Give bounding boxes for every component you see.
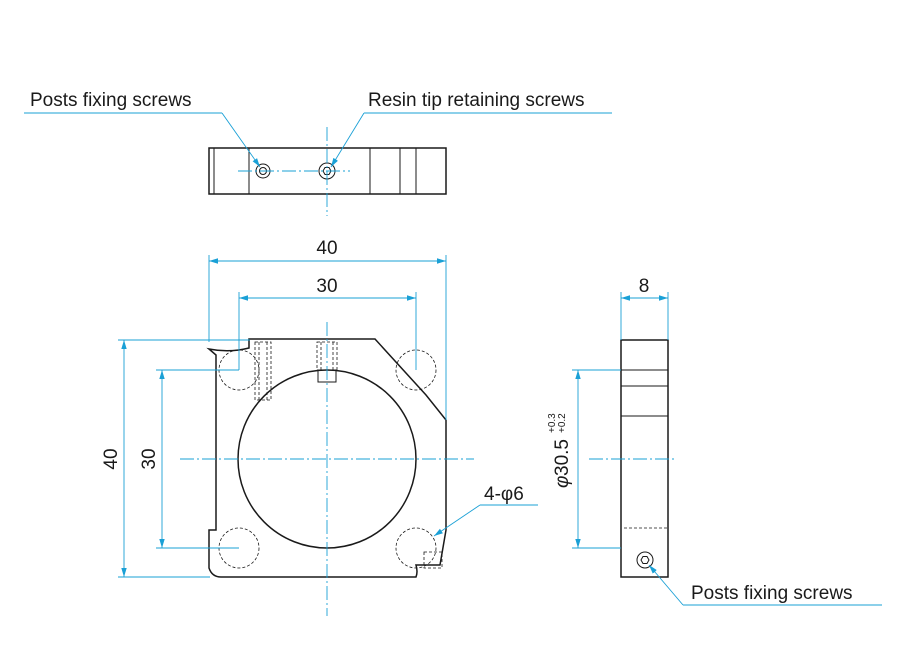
side-view-body bbox=[620, 339, 669, 578]
top-view bbox=[208, 127, 447, 216]
front-height-outer-dim: 40 bbox=[101, 448, 122, 469]
bore-tol-upper: +0.3 bbox=[547, 413, 558, 433]
top-view-body bbox=[208, 147, 447, 195]
front-height-inner-dim: 30 bbox=[139, 448, 160, 469]
side-screw-icon bbox=[636, 551, 654, 569]
dimension-lines bbox=[118, 255, 669, 578]
front-view-body bbox=[206, 338, 447, 578]
posts-fixing-screws-label-top: Posts fixing screws bbox=[30, 90, 192, 111]
holes-callout-label: 4-φ6 bbox=[484, 484, 524, 505]
bore-phi-symbol: φ bbox=[552, 476, 573, 488]
bore-value: 30.5 bbox=[552, 439, 573, 476]
side-view bbox=[589, 339, 676, 578]
bore-tol-lower: +0.2 bbox=[557, 413, 568, 433]
corner-hole bbox=[395, 527, 437, 569]
posts-fixing-screws-label-side: Posts fixing screws bbox=[691, 583, 853, 604]
bore-diameter-dim: φ 30.5 +0.3 +0.2 bbox=[547, 413, 573, 488]
callout-leaders bbox=[24, 112, 882, 606]
resin-tip-retaining-screws-label: Resin tip retaining screws bbox=[368, 90, 584, 111]
side-thickness-dim: 8 bbox=[639, 276, 650, 297]
front-width-outer-dim: 40 bbox=[316, 238, 337, 259]
front-view bbox=[180, 322, 474, 616]
front-width-inner-dim: 30 bbox=[316, 276, 337, 297]
corner-hole bbox=[395, 349, 437, 391]
